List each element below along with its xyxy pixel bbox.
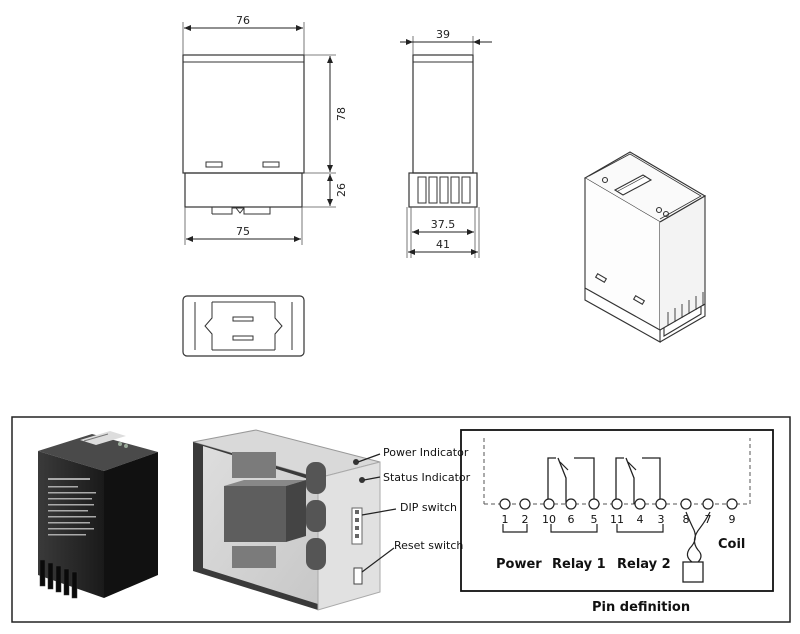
group-coil-label: Coil [718,537,745,552]
pin-1-label: 1 [502,513,509,526]
pin-8-label: 8 [683,513,690,526]
pin-6-terminal [565,498,577,510]
callouts: Power Indicator Status Indicator DIP swi… [357,446,471,573]
pin-3-terminal [655,498,667,510]
group-power-label: Power [496,557,542,572]
product-photo [38,431,158,599]
pin-5-terminal [588,498,600,510]
pin-4-terminal [634,498,646,510]
pin-6-label: 6 [568,513,575,526]
coil-box [682,561,704,583]
photo-panel-frame [11,416,791,623]
callout-dip-switch: DIP switch [400,501,457,514]
dim-side-width: 39 [436,28,450,41]
callout-status-indicator: Status Indicator [383,471,471,484]
pin-11-label: 11 [610,513,624,526]
pin-9-label: 9 [729,513,736,526]
pin-2-terminal [519,498,531,510]
dim-side-inner: 37.5 [431,218,456,231]
pin-4-label: 4 [637,513,644,526]
pin-5-label: 5 [591,513,598,526]
schematic-frame [460,429,774,592]
bottom-view [182,295,305,357]
pin-10-terminal [543,498,555,510]
group-relay1-label: Relay 1 [552,557,606,572]
pin-8-terminal [680,498,692,510]
isometric-view [583,151,707,343]
pin-9-terminal [726,498,738,510]
pin-11-terminal [611,498,623,510]
internal-view [192,429,381,611]
side-view: 39 37.5 41 [400,28,492,258]
callout-power-indicator: Power Indicator [383,446,469,459]
pin-2-label: 2 [522,513,529,526]
callout-reset-switch: Reset switch [394,539,463,552]
group-relay2-label: Relay 2 [617,557,671,572]
dim-front-height: 78 [335,107,348,121]
dim-front-width: 76 [236,14,250,27]
pin-7-label: 7 [705,513,712,526]
dim-base-width: 75 [236,225,250,238]
pin-definition-caption: Pin definition [592,600,690,615]
pin-3-label: 3 [658,513,665,526]
pin-7-terminal [702,498,714,510]
pin-10-label: 10 [542,513,556,526]
pin-1-terminal [499,498,511,510]
dim-side-base: 41 [436,238,450,251]
front-view: 76 78 26 75 [182,14,348,245]
dim-base-height: 26 [335,183,348,197]
